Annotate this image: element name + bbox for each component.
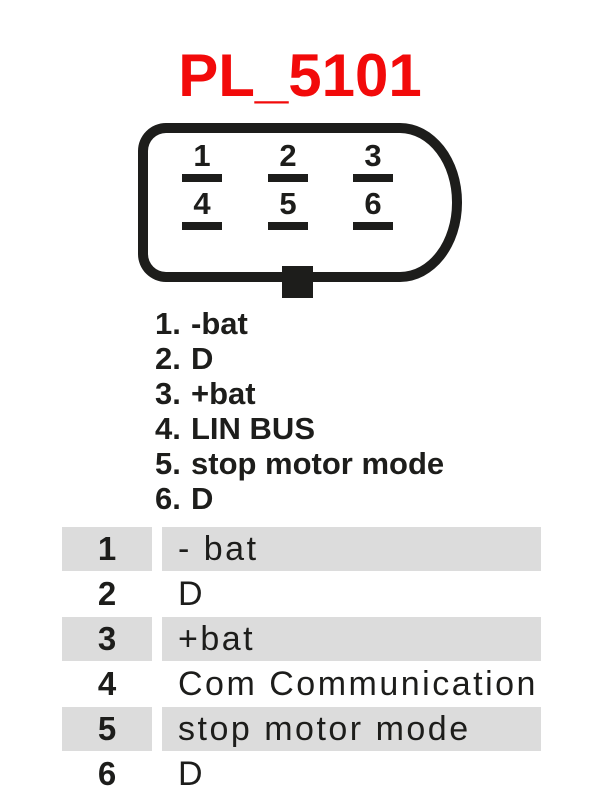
table-row-5-pin: 5 <box>62 707 152 751</box>
table-row-1: 1 - bat <box>62 527 541 572</box>
table-row-1-description: - bat <box>162 527 541 571</box>
list-item-6: 6. D <box>155 481 444 516</box>
table-row-3-pin: 3 <box>62 617 152 661</box>
table-row-5-description: stop motor mode <box>162 707 541 751</box>
list-item-6-number: 6. <box>155 481 181 516</box>
pin-3-number: 3 <box>364 138 382 173</box>
connector-pin-4: 4 <box>182 188 222 230</box>
pin-5-number: 5 <box>279 186 297 221</box>
table-row-4-description: Com Communication <box>178 664 538 703</box>
list-item-1-label: -bat <box>191 306 248 341</box>
list-item-2-number: 2. <box>155 341 181 376</box>
pin-4-number: 4 <box>193 186 211 221</box>
table-row-6: 6 D <box>62 752 541 797</box>
connector-key-tab <box>282 266 313 298</box>
pin-function-list: 1. -bat 2. D 3. +bat 4. LIN BUS 5. stop … <box>155 306 444 516</box>
list-item-3-label: +bat <box>191 376 256 411</box>
list-item-4-label: LIN BUS <box>191 411 315 446</box>
page-title: PL_5101 <box>178 42 422 109</box>
table-row-2: 2 D <box>62 572 541 617</box>
pin-5-contact-bar <box>268 222 308 230</box>
pin-1-contact-bar <box>182 174 222 182</box>
table-row-6-description: D <box>178 754 206 793</box>
table-row-4: 4 Com Communication <box>62 662 541 707</box>
list-item-3: 3. +bat <box>155 376 444 411</box>
list-item-2: 2. D <box>155 341 444 376</box>
pin-description-table: 1 - bat 2 D 3 +bat 4 Com Communication 5… <box>62 527 541 797</box>
connector-pin-2: 2 <box>268 140 308 182</box>
table-row-2-pin: 2 <box>97 575 117 612</box>
table-row-1-pin: 1 <box>62 527 152 571</box>
list-item-4: 4. LIN BUS <box>155 411 444 446</box>
table-row-4-pin: 4 <box>97 665 117 702</box>
pin-3-contact-bar <box>353 174 393 182</box>
list-item-1: 1. -bat <box>155 306 444 341</box>
pin-2-contact-bar <box>268 174 308 182</box>
list-item-5-label: stop motor mode <box>191 446 445 481</box>
pin-1-number: 1 <box>193 138 211 173</box>
table-row-3: 3 +bat <box>62 617 541 662</box>
table-row-3-description: +bat <box>162 617 541 661</box>
connector-pin-3: 3 <box>353 140 393 182</box>
list-item-5: 5. stop motor mode <box>155 446 444 481</box>
connector-pin-1: 1 <box>182 140 222 182</box>
list-item-6-label: D <box>191 481 214 516</box>
pin-6-number: 6 <box>364 186 382 221</box>
list-item-1-number: 1. <box>155 306 181 341</box>
table-row-5: 5 stop motor mode <box>62 707 541 752</box>
list-item-2-label: D <box>191 341 214 376</box>
list-item-5-number: 5. <box>155 446 181 481</box>
list-item-4-number: 4. <box>155 411 181 446</box>
pin-4-contact-bar <box>182 222 222 230</box>
connector-pin-6: 6 <box>353 188 393 230</box>
list-item-3-number: 3. <box>155 376 181 411</box>
connector-pin-5: 5 <box>268 188 308 230</box>
table-row-6-pin: 6 <box>97 755 117 792</box>
table-row-2-description: D <box>178 574 206 613</box>
pin-2-number: 2 <box>279 138 297 173</box>
pin-6-contact-bar <box>353 222 393 230</box>
